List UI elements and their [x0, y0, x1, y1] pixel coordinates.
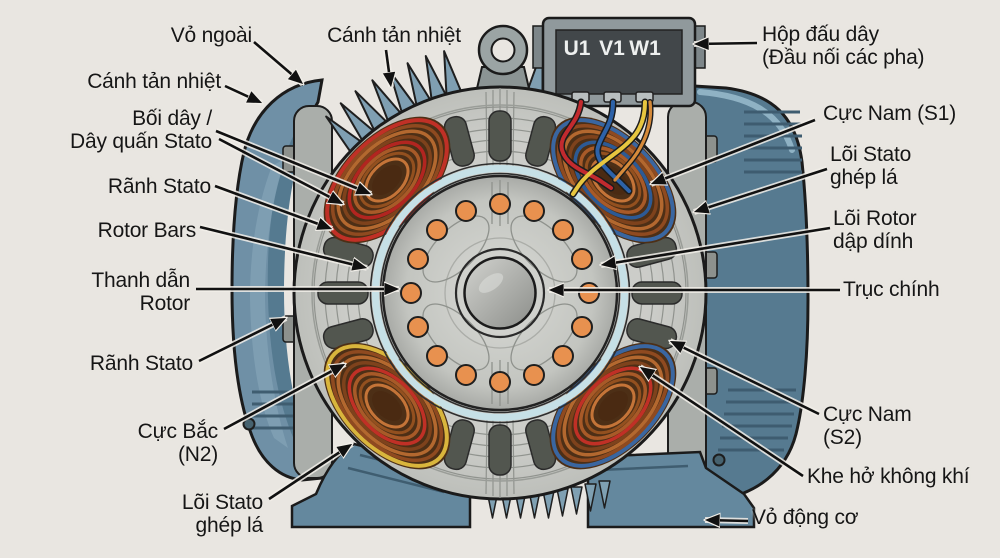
label-cooling-fins-left: Cánh tản nhiệt: [87, 70, 221, 93]
arrow-to-stator-slot-lower: [198, 318, 286, 363]
wire-red: [559, 100, 613, 190]
label-main-shaft: Trục chính: [843, 278, 940, 301]
label-stator-slot-lower: Rãnh Stato: [89, 352, 193, 375]
arrow-to-stator-winding-2: [218, 137, 343, 204]
terminal-label-w1: W1: [629, 37, 661, 60]
terminal-box: U1 V1 W1: [532, 16, 706, 108]
terminal-label-v1: V1: [599, 37, 625, 60]
label-stator-slot-upper: Rãnh Stato: [107, 175, 211, 198]
arrow-to-stator-winding-1: [215, 129, 371, 194]
arrow-to-north-pole: [223, 364, 345, 431]
label-terminal-box: Hộp đấu dây (Đầu nối các pha): [762, 23, 925, 69]
label-rotor-core: Lõi Rotor dập dính: [833, 207, 917, 253]
label-rotor-bars: Rotor Bars: [97, 219, 197, 242]
right-motor-body: [692, 84, 810, 504]
arrow-to-south-pole-s1: [651, 118, 816, 184]
arrow-to-air-gap: [640, 367, 804, 478]
label-motor-casing: Vỏ động cơ: [752, 506, 859, 529]
label-south-pole-s1: Cực Nam (S1): [823, 102, 957, 125]
phase-wires: [558, 98, 654, 198]
label-air-gap: Khe hở không khí: [807, 465, 970, 488]
label-stator-core-right: Lõi Stato ghép lá: [830, 143, 912, 189]
arrow-to-stator-core-left: [268, 444, 352, 501]
arrow-to-cooling-fins-left: [224, 84, 262, 103]
rotor-bars: [400, 193, 600, 393]
label-north-pole-n2: Cực Bắc (N2): [137, 420, 219, 466]
wire-orange: [613, 100, 653, 182]
label-south-pole-s2: Cực Nam (S2): [823, 403, 912, 449]
main-shaft: [454, 247, 546, 339]
label-stator-core-left: Lõi Stato ghép lá: [181, 491, 263, 537]
arrow-to-rotor-bars-ring: [199, 225, 367, 268]
label-rotor-conductor: Thanh dẫn Rotor: [91, 269, 190, 315]
label-outer-casing: Vỏ ngoài: [170, 24, 253, 47]
arrow-to-stator-slot-upper: [214, 184, 332, 229]
wire-yellow: [571, 100, 647, 196]
arrow-to-outer-casing: [253, 41, 303, 84]
arrow-to-rotor-core: [601, 226, 831, 265]
arrow-to-terminal-box: [694, 43, 758, 44]
terminal-label-u1: U1: [564, 37, 591, 60]
arrow-to-stator-core-right: [694, 167, 828, 212]
right-bolt: [712, 453, 726, 467]
label-cooling-fins-top: Cánh tản nhiệt: [327, 24, 461, 47]
arrow-to-cooling-fins-top: [386, 49, 391, 87]
stator-core: [292, 85, 708, 501]
arrow-to-south-pole-s2: [670, 341, 820, 416]
arrow-to-motor-casing: [705, 520, 749, 521]
label-stator-winding: Bối dây / Dây quấn Stato: [70, 107, 212, 153]
